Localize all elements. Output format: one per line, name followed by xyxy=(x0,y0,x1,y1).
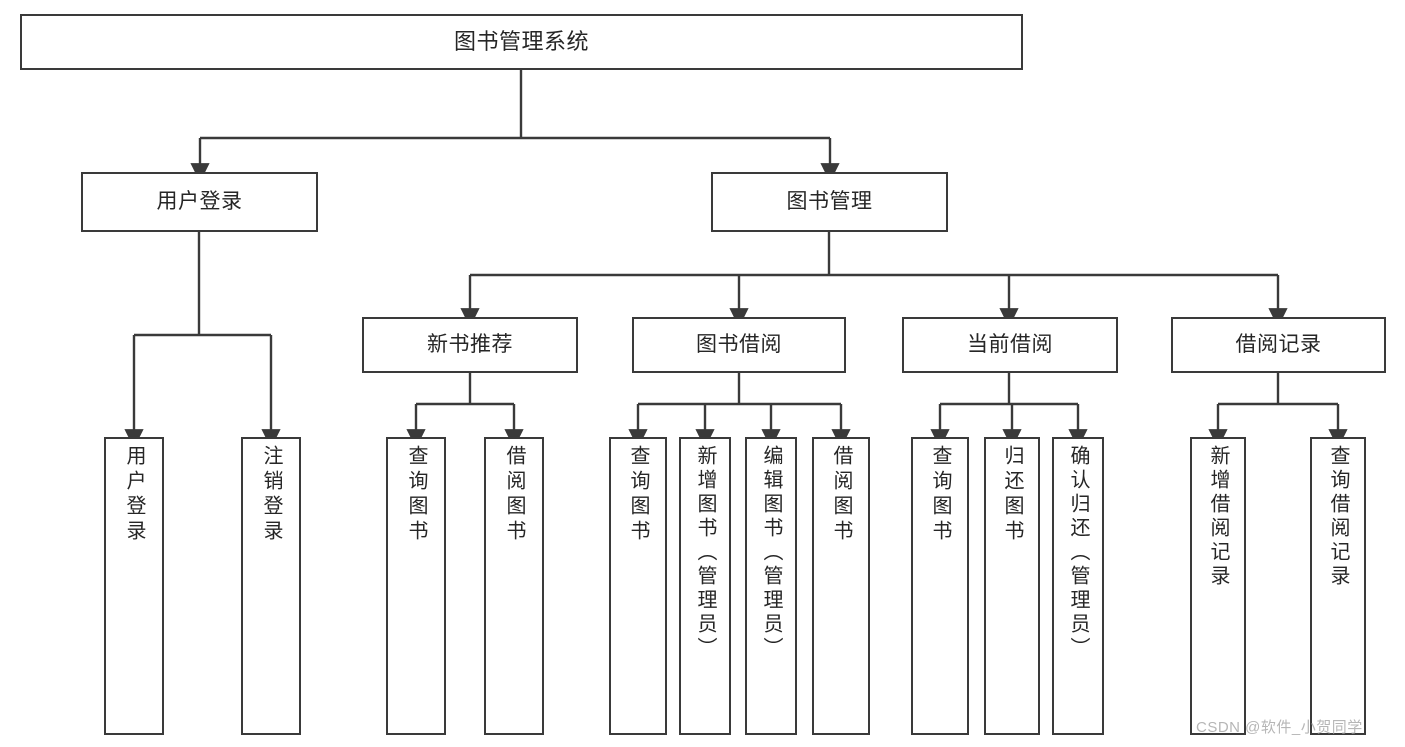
leaf-query-book-newbook[interactable]: 查询图书 xyxy=(386,437,446,735)
node-new-book-recommend[interactable]: 新书推荐 xyxy=(362,317,578,373)
csdn-watermark: CSDN @软件_小贺同学 xyxy=(1196,719,1363,736)
node-user-login[interactable]: 用户登录 xyxy=(81,172,318,232)
leaf-user-login[interactable]: 用户登录 xyxy=(104,437,164,735)
leaf-query-book-borrow-label: 查询图书 xyxy=(627,445,649,545)
leaf-query-book-current-label: 查询图书 xyxy=(929,445,951,545)
leaf-add-borrow-record[interactable]: 新增借阅记录 xyxy=(1190,437,1246,735)
leaf-borrow-book-newbook-label: 借阅图书 xyxy=(503,445,525,545)
leaf-edit-book-admin-label: 编辑图书（管理员） xyxy=(760,445,782,661)
node-root[interactable]: 图书管理系统 xyxy=(20,14,1023,70)
leaf-confirm-return-admin[interactable]: 确认归还（管理员） xyxy=(1052,437,1104,735)
leaf-confirm-return-admin-label: 确认归还（管理员） xyxy=(1067,445,1089,661)
node-book-management[interactable]: 图书管理 xyxy=(711,172,948,232)
node-book-borrow-label: 图书借阅 xyxy=(696,332,782,356)
leaf-logout-label: 注销登录 xyxy=(260,445,282,545)
leaf-borrow-book[interactable]: 借阅图书 xyxy=(812,437,870,735)
leaf-user-login-label: 用户登录 xyxy=(123,445,145,545)
leaf-query-book-current[interactable]: 查询图书 xyxy=(911,437,969,735)
leaf-query-borrow-record[interactable]: 查询借阅记录 xyxy=(1310,437,1366,735)
leaf-return-book-label: 归还图书 xyxy=(1001,445,1023,545)
node-book-management-label: 图书管理 xyxy=(786,189,873,213)
node-book-borrow[interactable]: 图书借阅 xyxy=(632,317,846,373)
leaf-add-book-admin-label: 新增图书（管理员） xyxy=(694,445,716,661)
leaf-query-book-newbook-label: 查询图书 xyxy=(405,445,427,545)
leaf-query-borrow-record-label: 查询借阅记录 xyxy=(1327,445,1349,589)
leaf-edit-book-admin[interactable]: 编辑图书（管理员） xyxy=(745,437,797,735)
leaf-query-book-borrow[interactable]: 查询图书 xyxy=(609,437,667,735)
leaf-borrow-book-newbook[interactable]: 借阅图书 xyxy=(484,437,544,735)
leaf-add-book-admin[interactable]: 新增图书（管理员） xyxy=(679,437,731,735)
leaf-borrow-book-label: 借阅图书 xyxy=(830,445,852,545)
node-current-borrow-label: 当前借阅 xyxy=(967,332,1053,356)
leaf-logout[interactable]: 注销登录 xyxy=(241,437,301,735)
node-user-login-label: 用户登录 xyxy=(156,189,243,213)
leaf-return-book[interactable]: 归还图书 xyxy=(984,437,1040,735)
node-new-book-recommend-label: 新书推荐 xyxy=(427,332,513,356)
node-borrow-record-label: 借阅记录 xyxy=(1235,332,1322,356)
node-root-label: 图书管理系统 xyxy=(453,29,589,55)
node-borrow-record[interactable]: 借阅记录 xyxy=(1171,317,1386,373)
leaf-add-borrow-record-label: 新增借阅记录 xyxy=(1207,445,1229,589)
node-current-borrow[interactable]: 当前借阅 xyxy=(902,317,1118,373)
